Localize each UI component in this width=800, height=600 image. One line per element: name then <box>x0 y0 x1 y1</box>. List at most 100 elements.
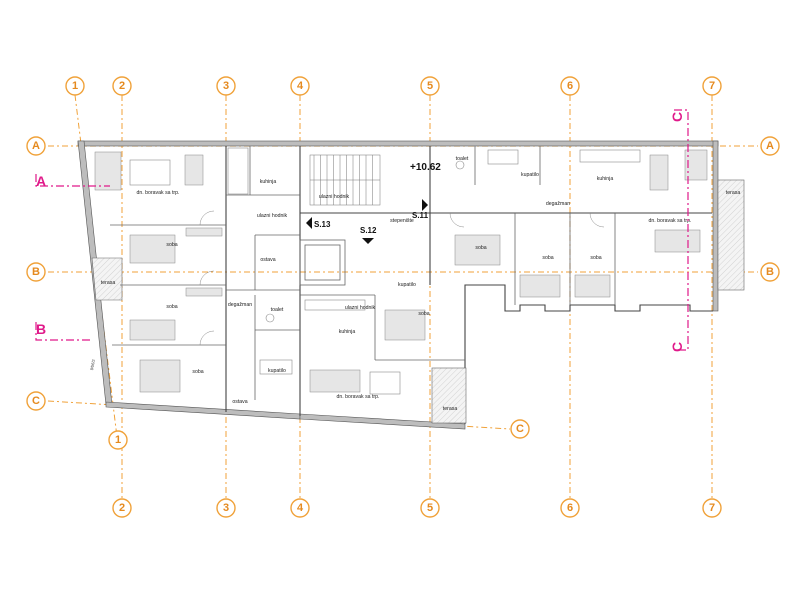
grid-bubble-5-bottom-label: 5 <box>427 502 433 514</box>
grid-bubble-6-top <box>560 76 580 96</box>
room-label-kuhinja-right: kuhinja <box>597 176 614 182</box>
grid-bubble-C-left <box>26 391 46 411</box>
grid-bubble-B-right-label: B <box>766 266 774 278</box>
door-arc-4 <box>449 212 465 228</box>
door-arc-2 <box>199 270 215 286</box>
room-label-soba-mid: soba <box>418 311 429 317</box>
bed-r2 <box>519 274 561 298</box>
room-label-ulazni-hodnik-left: ulazni hodnik <box>257 213 288 219</box>
section-cut-C-label-bottom: C <box>669 342 685 352</box>
room-label-kupatilo-mid: kupatilo <box>398 282 416 288</box>
section-mark-arrow-s12 <box>362 238 374 244</box>
wardrobe-1 <box>185 227 223 237</box>
wall-right-bottom <box>464 284 713 424</box>
section-cut-B-label: B <box>36 321 46 337</box>
grid-bubble-4-top <box>290 76 310 96</box>
grid-bubbles: 1 2 3 4 5 6 7 1 2 3 4 5 6 7 A A B B <box>26 76 780 518</box>
wall-bottom-left <box>105 401 301 420</box>
grid-bubble-2-bottom-label: 2 <box>119 502 125 514</box>
room-label-terasa-left: terasa <box>101 280 116 286</box>
room-label-terasa-bottom: terasa <box>443 406 458 412</box>
room-label-stepeniste: stepenište <box>390 218 414 224</box>
kitchen-counter-right <box>579 149 641 163</box>
toilet-2 <box>455 160 465 170</box>
grid-bubble-7-top-label: 7 <box>709 80 715 92</box>
bed-3 <box>139 359 181 393</box>
grid-bubble-7-bottom-label: 7 <box>709 502 715 514</box>
furniture <box>94 147 708 395</box>
grid-bubble-3-bottom-label: 3 <box>223 502 229 514</box>
room-label-soba-r1: soba <box>475 245 486 251</box>
room-label-ostava-1: ostava <box>260 257 275 263</box>
section-marks: S.11 S.12 S.13 +10.62 9/56/2 <box>89 162 441 371</box>
grid-bubble-2-bottom <box>112 498 132 518</box>
grid-bubble-2-top <box>112 76 132 96</box>
terrace-right <box>717 179 745 291</box>
room-label-kupatilo-top: kupatilo <box>521 172 539 178</box>
room-label-soba-2: soba <box>166 304 177 310</box>
grid-bubble-1-bottom <box>108 430 128 450</box>
section-cuts: A B C C <box>35 109 689 352</box>
room-label-ulazni-hodnik-bottom: ulazni hodnik <box>319 194 350 200</box>
bed-r1 <box>454 234 501 266</box>
grid-bubble-A-right-label: A <box>766 140 774 152</box>
kitchen-counter-left <box>227 147 249 195</box>
grid-bubble-B-left <box>26 262 46 282</box>
grid-bubble-3-top <box>216 76 236 96</box>
grid-bubble-B-left-label: B <box>32 266 40 278</box>
sofa-mid <box>309 369 361 393</box>
room-label-dnevni-mid: dn. boravak sa trp. <box>337 394 380 400</box>
table-mid <box>369 371 401 395</box>
bed-1 <box>129 234 176 264</box>
door-arc-1 <box>199 210 215 226</box>
grid-bubble-A-left-label: A <box>32 140 40 152</box>
room-label-ostava-2: ostava <box>232 399 247 405</box>
room-label-toalet-top: toalet <box>456 156 469 162</box>
grid-bubble-C-left-label: C <box>32 395 40 407</box>
elevator-shaft <box>299 239 346 286</box>
grid-bubble-B-right <box>760 262 780 282</box>
bathtub-2 <box>487 149 519 165</box>
bed-2 <box>129 319 176 341</box>
grid-bubble-C-right-label: C <box>516 423 524 435</box>
grid-bubble-6-top-label: 6 <box>567 80 573 92</box>
room-label-soba-3: soba <box>192 369 203 375</box>
grid-bubble-5-top-label: 5 <box>427 80 433 92</box>
wall-top <box>77 140 719 147</box>
grid-bubble-1-top-label: 1 <box>72 80 78 92</box>
room-label-degazman-left: degažman <box>228 302 252 308</box>
room-labels: dn. boravak sa trp. kuhinja ulazni hodni… <box>101 156 741 412</box>
grid-bubble-1-bottom-label: 1 <box>115 434 121 446</box>
sofa-right-lower <box>654 229 701 253</box>
room-label-dnevni-right: dn. boravak sa trp. <box>649 218 692 224</box>
room-label-toalet-left: toalet <box>271 307 284 313</box>
room-label-dnevni-left: dn. boravak sa trp. <box>137 190 180 196</box>
grid-bubble-4-top-label: 4 <box>297 80 304 92</box>
bathtub-1 <box>259 359 293 375</box>
room-label-kupatilo-left: kupatilo <box>268 368 286 374</box>
door-arc-5 <box>589 212 605 228</box>
room-label-kuhinja-left: kuhinja <box>260 179 277 185</box>
room-label-kuhinja-mid: kuhinja <box>339 329 356 335</box>
grid-bubble-A-right <box>760 136 780 156</box>
dimension-label: 9/56/2 <box>89 358 96 371</box>
sofa-left <box>94 151 122 191</box>
elevator-cabin <box>304 244 341 281</box>
section-mark-arrow-s11 <box>422 199 428 211</box>
room-label-soba-r3: soba <box>590 255 601 261</box>
section-cut-C <box>674 109 689 351</box>
section-mark-s11: S.11 <box>412 211 429 220</box>
building <box>77 140 745 430</box>
grid-bubble-7-top <box>702 76 722 96</box>
grid-bubble-5-top <box>420 76 440 96</box>
elevation-label: +10.62 <box>410 162 441 173</box>
toilet-1 <box>265 313 275 323</box>
grid-bubble-7-bottom <box>702 498 722 518</box>
room-label-degazman-right: degažman <box>546 201 570 207</box>
bed-r3 <box>574 274 611 298</box>
room-label-ulazni-hodnik-mid: ulazni hodnik <box>345 305 376 311</box>
section-mark-arrow-s13 <box>306 217 312 229</box>
wall-right <box>712 140 719 312</box>
section-cut-A-label: A <box>36 173 46 189</box>
section-mark-s13: S.13 <box>314 220 331 229</box>
